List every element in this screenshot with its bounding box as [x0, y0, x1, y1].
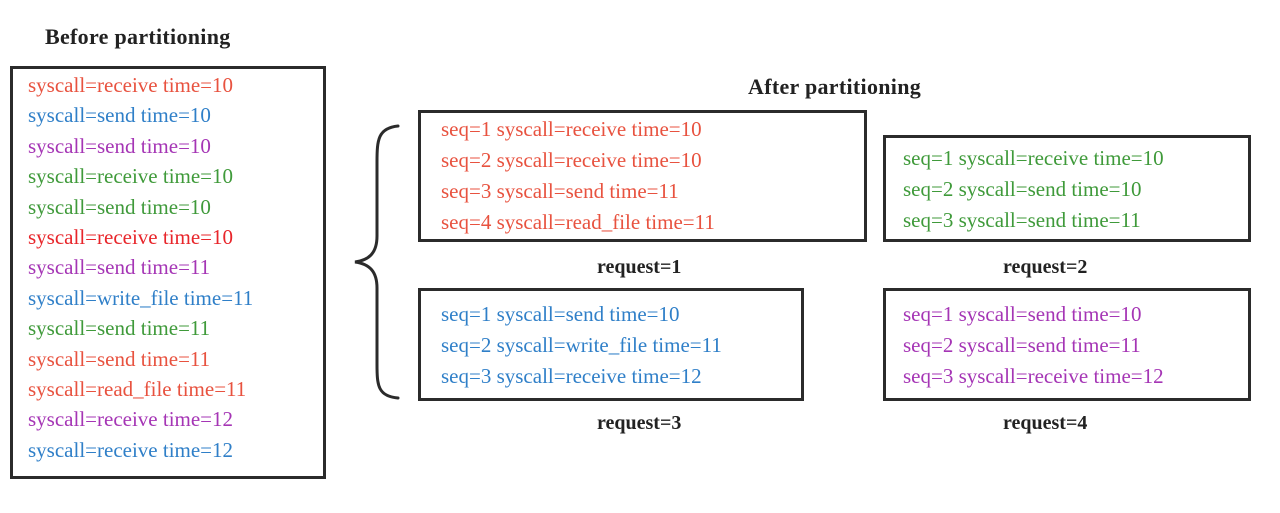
before-line: syscall=send time=10	[28, 133, 211, 158]
request-4-label: request=4	[1003, 412, 1088, 434]
request-4-line: seq=3 syscall=receive time=12	[903, 364, 1164, 388]
request-1-line: seq=3 syscall=send time=11	[441, 179, 679, 203]
request-2-line: seq=1 syscall=receive time=10	[903, 146, 1164, 170]
request-1-line: seq=4 syscall=read_file time=11	[441, 210, 715, 234]
after-title: After partitioning	[748, 74, 922, 99]
request-2-line: seq=2 syscall=send time=10	[903, 177, 1142, 201]
before-line: syscall=write_file time=11	[28, 285, 254, 310]
request-1-line: seq=1 syscall=receive time=10	[441, 117, 702, 141]
request-1-box	[418, 110, 867, 242]
before-box	[10, 66, 326, 479]
before-line: syscall=send time=11	[28, 255, 211, 280]
before-line: syscall=send time=10	[28, 103, 211, 128]
request-3-line: seq=2 syscall=write_file time=11	[441, 333, 722, 357]
request-3-line: seq=1 syscall=send time=10	[441, 302, 680, 326]
before-title: Before partitioning	[45, 24, 231, 49]
request-3-label: request=3	[597, 412, 682, 434]
request-4-box	[883, 288, 1251, 401]
before-line: syscall=send time=11	[28, 316, 211, 341]
before-line: syscall=send time=10	[28, 194, 211, 219]
before-line: syscall=receive time=12	[28, 437, 234, 462]
request-4-line: seq=2 syscall=send time=11	[903, 333, 1141, 357]
before-line: syscall=read_file time=11	[28, 377, 247, 401]
request-2-label: request=2	[1003, 256, 1088, 278]
request-2-box	[883, 135, 1251, 242]
before-line: syscall=receive time=12	[28, 407, 234, 432]
request-1-line: seq=2 syscall=receive time=10	[441, 148, 702, 172]
before-line: syscall=receive time=10	[28, 73, 234, 97]
request-2-line: seq=3 syscall=send time=11	[903, 208, 1141, 232]
request-4-line: seq=1 syscall=send time=10	[903, 302, 1142, 326]
request-3-line: seq=3 syscall=receive time=12	[441, 364, 702, 388]
request-1-label: request=1	[597, 256, 682, 278]
before-line: syscall=receive time=10	[28, 164, 234, 189]
request-3-box	[418, 288, 804, 401]
before-line: syscall=send time=11	[28, 346, 211, 371]
before-line: syscall=receive time=10	[28, 225, 234, 249]
